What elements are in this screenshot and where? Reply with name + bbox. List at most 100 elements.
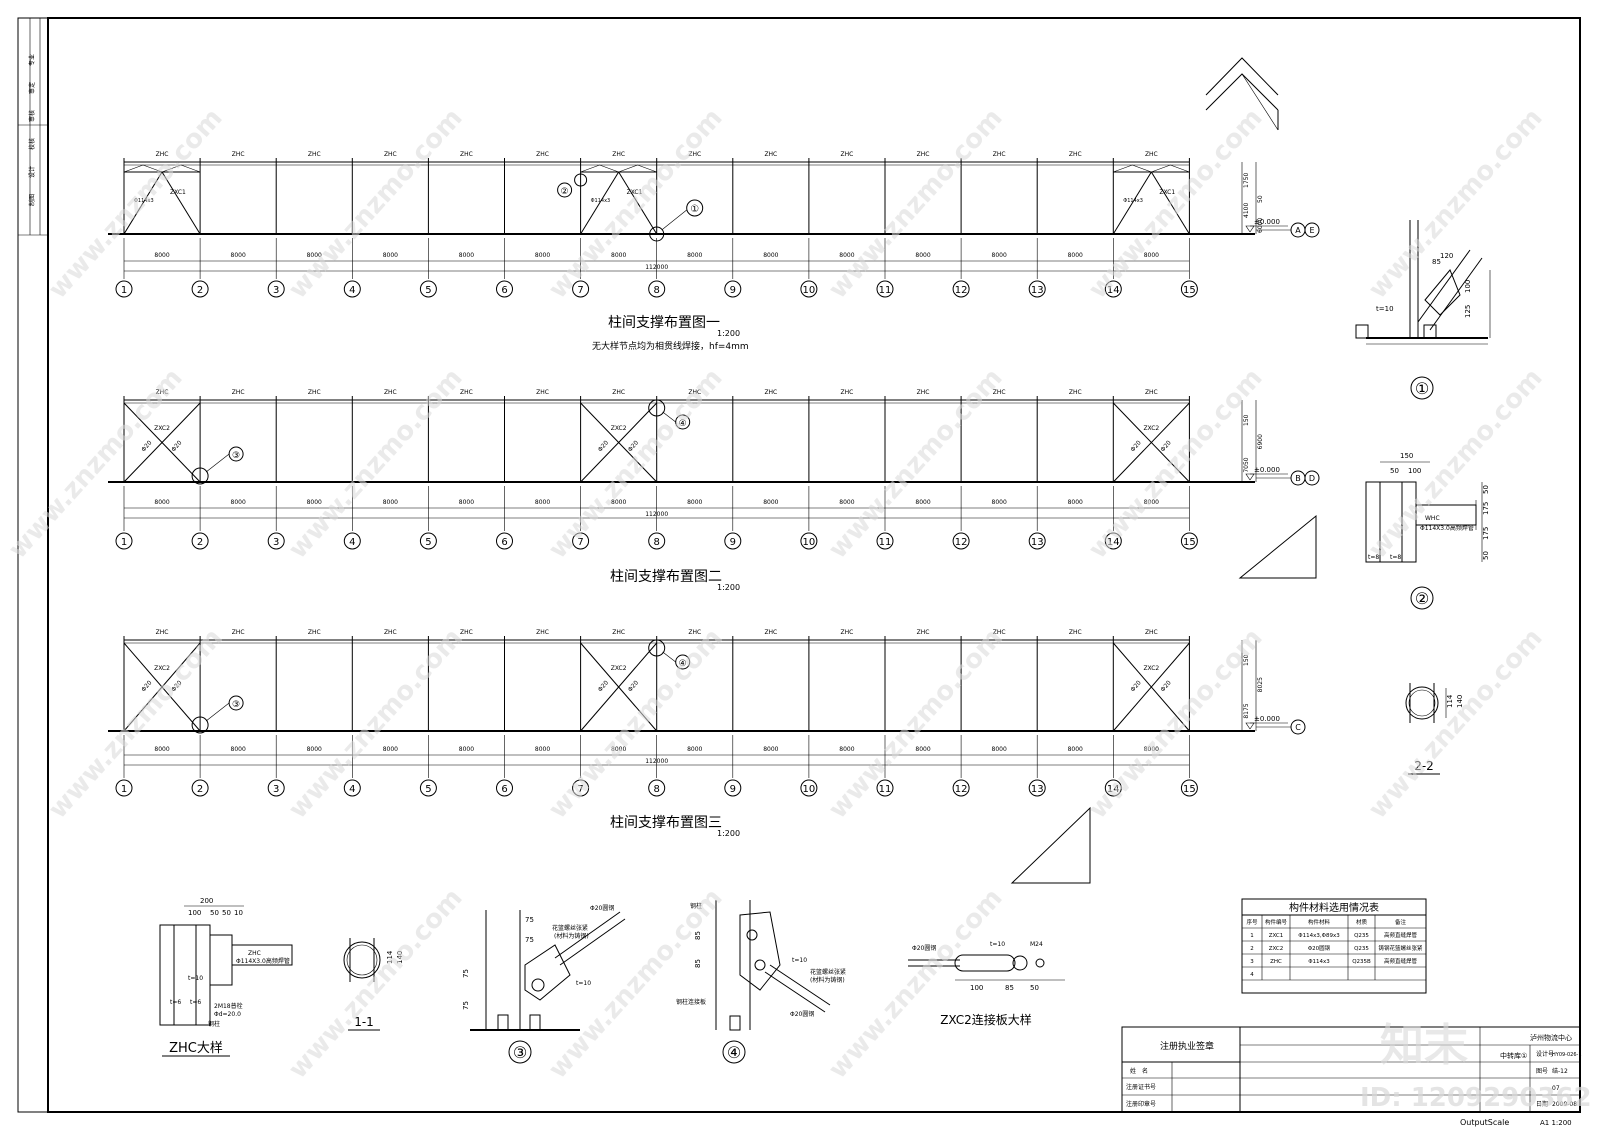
svg-text:ZHC大样: ZHC大样 [169,1041,223,1056]
grid-bubble [952,280,970,298]
member-label: ZHC [1145,629,1158,636]
span-dim: 8000 [687,252,702,259]
svg-text:50: 50 [1482,551,1490,560]
pipe-label: Φ114x3 [1123,198,1143,204]
grid-bubble [952,779,970,797]
seal-label: 注册印章号 [1126,1100,1156,1108]
table-cell: 高频直缝焊管 [1384,957,1418,965]
site-watermark: www.znzmo.com [3,363,189,565]
svg-text:50: 50 [210,909,219,917]
grid-number: 7 [577,537,583,548]
detail-callout: ② [561,187,569,197]
sidebar-label: 校核 [28,138,36,150]
svg-text:75: 75 [525,936,534,944]
drawing-no: HY09-026-1 [1552,1052,1582,1058]
site-watermark: www.znzmo.com [283,623,469,825]
member-label: ZHC [612,629,625,636]
svg-text:①: ① [1415,379,1429,398]
elev3-title: 柱间支撑布置图三 [610,815,722,831]
axis-bubble [1304,470,1320,486]
grid-number: 4 [349,537,355,548]
height-dim: 150 [1243,654,1250,666]
grid-number: 6 [501,784,507,795]
span-dim: 8000 [154,252,169,259]
svg-text:②: ② [1415,589,1429,608]
pipe-label: Φ20 [1159,679,1172,693]
zhc-detail: 200 100 50 50 10 ZHC Φ114X3.0高频焊管 2M18普栓… [159,897,293,1057]
member-label: ZHC [1069,389,1082,396]
name-label: 姓 名 [1130,1067,1148,1075]
table-cell: 高频直缝焊管 [1384,931,1418,939]
sidebar-label: 专业 [28,54,36,66]
grid-bubble [648,779,666,797]
member-label: ZHC [841,629,854,636]
triangle-mark-1 [1238,514,1317,579]
member-label: ZHC [536,151,549,158]
table-header: 备注 [1395,918,1407,926]
span-dim: 8000 [307,746,322,753]
grid-bubble [1104,779,1122,797]
elevation-2: 1ZHC80002ZHC80003ZHC80004ZHC80005ZHC8000… [108,389,1320,550]
svg-text:花篮螺丝张紧: 花篮螺丝张紧 [810,968,846,976]
span-dim: 8000 [839,499,854,506]
svg-text:175: 175 [1482,527,1490,540]
title-block: 注册执业签章 姓 名 注册证书号 注册印章号 泸州物流中心 中转库① 设计号 H… [1121,1026,1582,1113]
grid-number: 1 [121,537,127,548]
span-dim: 8000 [1144,746,1159,753]
axis-label: A [1295,226,1301,235]
member-label: ZHC [384,629,397,636]
svg-text:③: ③ [513,1043,527,1062]
elevation-1: 1ZHC80002ZHC80003ZHC80004ZHC80005ZHC8000… [108,151,1320,298]
grid-bubble [267,280,285,298]
member-label: ZHC [993,629,1006,636]
sidebar-label: 审定 [28,82,36,94]
detail-3: Φ20圆钢 花篮螺丝张紧 (材料为铸钢) 75 75 t=10 75 75 ③ [462,904,626,1064]
span-dim: 8000 [915,499,930,506]
grid-number: 11 [879,537,892,548]
member-label: ZHC [764,629,777,636]
detail-4: 钢柱 85 85 t=10 花篮螺丝张紧 (材料为铸钢) Φ20圆钢 钢柱连接板… [676,900,846,1064]
member-label: ZHC [764,389,777,396]
grid-number: 8 [654,285,660,296]
member-label: ZHC [384,151,397,158]
member-label: ZHC [841,389,854,396]
grid-number: 14 [1107,537,1120,548]
member-label: ZHC [460,629,473,636]
table-cell: Q235B [1352,959,1371,965]
sidebar-label: 审核 [28,110,36,122]
elev1-title: 柱间支撑布置图一 [608,315,720,331]
height-dim: 8175 [1243,703,1250,718]
brace-label: ZXC2 [611,425,627,432]
span-dim: 8000 [535,499,550,506]
svg-text:钢柱连接板: 钢柱连接板 [676,998,706,1006]
member-label: ZHC [917,389,930,396]
span-dim: 8000 [992,746,1007,753]
project-name: 泸州物流中心 [1530,1033,1572,1042]
grid-bubble [191,280,209,298]
height-dim: 6000 [1257,218,1264,233]
grid-number: 10 [803,285,816,296]
grid-bubble [267,779,285,797]
grid-bubble [724,280,742,298]
svg-text:Φ114X3.0高频焊管: Φ114X3.0高频焊管 [236,957,290,965]
svg-text:50: 50 [1390,467,1399,475]
site-watermark: www.znzmo.com [1083,363,1269,565]
elev3-scale: 1:200 [717,829,740,838]
site-watermark: www.znzmo.com [1363,103,1549,305]
elevation-group: 1ZHC80002ZHC80003ZHC80004ZHC80005ZHC8000… [108,151,1320,797]
site-watermark: www.znzmo.com [543,623,729,825]
grid-bubble [1180,280,1198,298]
svg-text:50: 50 [1030,984,1039,992]
member-label: ZHC [993,151,1006,158]
svg-text:ZHC: ZHC [248,950,261,957]
grid-bubble [115,779,133,797]
svg-text:t=8: t=8 [1368,554,1379,561]
grid-number: 2 [197,285,203,296]
member-label: ZHC [232,151,245,158]
table-cell: ZHC [1270,959,1282,965]
grid-bubble [115,280,133,298]
grid-number: 12 [955,784,968,795]
span-dim: 8000 [1068,746,1083,753]
table-cell: 1 [1250,933,1254,939]
